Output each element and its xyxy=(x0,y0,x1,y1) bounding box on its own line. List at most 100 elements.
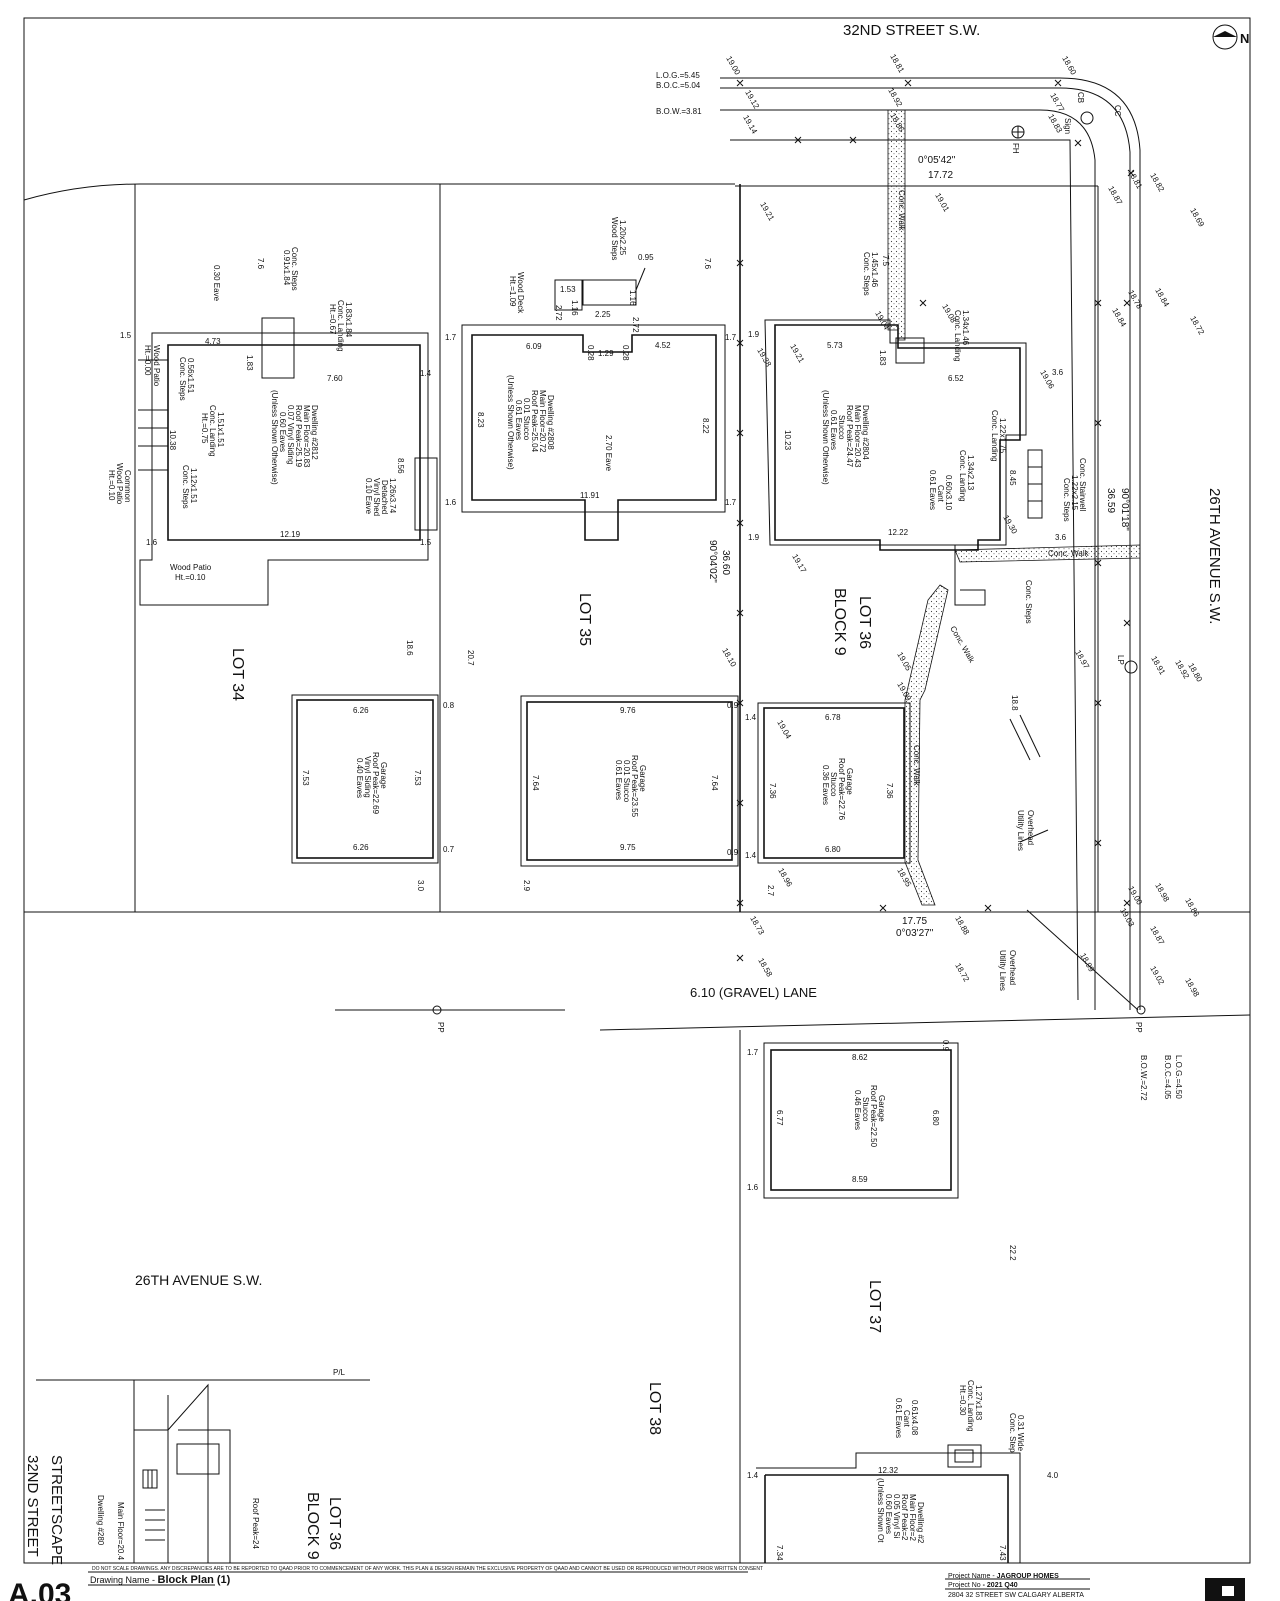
lot-35-label: LOT 35 xyxy=(576,593,593,646)
svg-text:Roof Peak=24: Roof Peak=24 xyxy=(251,1498,260,1549)
svg-text:4.0: 4.0 xyxy=(1047,1471,1059,1480)
svg-text:Ht.=0.75: Ht.=0.75 xyxy=(200,413,209,444)
svg-text:1.6: 1.6 xyxy=(747,1183,759,1192)
svg-text:Wood Deck: Wood Deck xyxy=(516,272,525,314)
svg-text:1.83: 1.83 xyxy=(878,350,887,366)
svg-text:2.72: 2.72 xyxy=(631,317,640,333)
spot-elev: 18.87 xyxy=(1148,925,1166,947)
dwelling-2808-notes: Dwelling #2808 Main Floor=20.72 Roof Pea… xyxy=(445,217,737,507)
svg-text:Wood Patio: Wood Patio xyxy=(152,345,161,387)
streetscape-street: 32ND STREET xyxy=(24,1455,41,1557)
streetscape-labels: STREETSCAPE 32ND STREET Dwelling #280 Ma… xyxy=(24,1455,260,1565)
spot-elev: 18.92 xyxy=(886,87,904,109)
spot-elev: 18.87 xyxy=(1106,185,1124,207)
spot-elev: 19.05 xyxy=(895,651,913,673)
svg-text:0.7: 0.7 xyxy=(443,845,455,854)
svg-text:7.6: 7.6 xyxy=(256,258,265,270)
conc-walk-label-4: Conc. Walk xyxy=(912,745,921,787)
spot-elev: 18.91 xyxy=(1149,655,1167,677)
svg-text:Conc. Steps: Conc. Steps xyxy=(290,247,299,291)
svg-text:1.16: 1.16 xyxy=(570,300,579,316)
svg-text:Ht.=0.10: Ht.=0.10 xyxy=(107,470,116,501)
svg-text:7.53: 7.53 xyxy=(413,770,422,786)
dim-right: 36.59 xyxy=(1105,488,1116,513)
spot-elev: 19.12 xyxy=(743,89,761,111)
garage-34-notes: Garage Roof Peak=22.69 Vinyl Siding 0.40… xyxy=(301,701,455,892)
svg-text:Stucco: Stucco xyxy=(861,1097,870,1122)
svg-text:0.01 Stucco: 0.01 Stucco xyxy=(522,398,531,441)
dwelling-37-notes: Dwelling #2 Main Floor=2 Roof Peak=2 0.0… xyxy=(747,1380,1059,1561)
block-9-label: BLOCK 9 xyxy=(831,588,848,656)
svg-text:Wood Patio: Wood Patio xyxy=(115,463,124,505)
spot-elev: 18.69 xyxy=(1188,207,1206,229)
north-arrow-icon xyxy=(1212,24,1238,50)
spot-elev: 19.38 xyxy=(755,347,773,369)
log-bottom: L.O.G.=4.50 xyxy=(1174,1055,1183,1099)
bow-bottom: B.O.W.=2.72 xyxy=(1139,1055,1148,1101)
svg-text:7.34: 7.34 xyxy=(775,1545,784,1561)
svg-text:1.53: 1.53 xyxy=(560,285,576,294)
svg-text:1.34x1.46: 1.34x1.46 xyxy=(961,310,970,346)
svg-text:9.75: 9.75 xyxy=(620,843,636,852)
hydrant-label: FH xyxy=(1011,143,1020,154)
svg-text:0.10 Eave: 0.10 Eave xyxy=(364,478,373,515)
spot-elev: 18.6 xyxy=(405,640,414,656)
project-number: Project No - 2021 Q40 xyxy=(948,1582,1018,1589)
svg-text:Roof Peak=22.69: Roof Peak=22.69 xyxy=(371,752,380,815)
svg-text:Conc. Landing: Conc. Landing xyxy=(208,405,217,457)
svg-text:0.07 Vinyl Siding: 0.07 Vinyl Siding xyxy=(286,405,295,464)
svg-text:1.51x1.51: 1.51x1.51 xyxy=(216,412,225,448)
spot-elev: 19.14 xyxy=(741,114,759,136)
spot-elev: 18.8 xyxy=(1010,695,1019,711)
svg-text:8.22: 8.22 xyxy=(701,418,710,434)
lane-label: 6.10 (GRAVEL) LANE xyxy=(690,985,817,1000)
svg-text:0.56x1.51: 0.56x1.51 xyxy=(186,358,195,394)
svg-text:Conc. Step: Conc. Step xyxy=(1008,1413,1017,1453)
log-top: L.O.G.=5.45 xyxy=(656,71,700,80)
svg-text:0.91x1.84: 0.91x1.84 xyxy=(282,250,291,286)
spot-elev: 18.10 xyxy=(720,647,738,669)
svg-text:10.23: 10.23 xyxy=(783,430,792,451)
bearing-bottom: 0°03'27" xyxy=(896,928,934,939)
garage-36-notes: Garage Roof Peak=22.76 Stucco 0.36 Eaves… xyxy=(745,713,894,897)
conc-walk-north xyxy=(887,109,906,341)
svg-text:10.38: 10.38 xyxy=(168,430,177,451)
svg-text:6.80: 6.80 xyxy=(825,845,841,854)
svg-text:Garage: Garage xyxy=(877,1095,886,1122)
dwelling-2812 xyxy=(138,317,438,606)
light-pole-label: LP xyxy=(1116,655,1125,665)
svg-text:0.61 Eaves: 0.61 Eaves xyxy=(514,400,523,440)
svg-text:Conc. Landing: Conc. Landing xyxy=(336,300,345,352)
svg-text:1.7: 1.7 xyxy=(445,333,457,342)
svg-text:1.16: 1.16 xyxy=(628,290,637,306)
spot-elev: 18.97 xyxy=(1073,649,1091,671)
spot-elev: 19.21 xyxy=(758,201,776,223)
sheet-number: A.03 xyxy=(8,1578,72,1601)
spot-elev: 18.98 xyxy=(1183,977,1201,999)
svg-text:1.45x1.46: 1.45x1.46 xyxy=(870,252,879,288)
light-pole-icon xyxy=(1124,660,1138,674)
svg-text:Cant: Cant xyxy=(902,1410,911,1428)
conc-walk-label-2: Conc. Walk xyxy=(1048,549,1090,558)
curb-cut-label: CC xyxy=(1113,105,1122,117)
svg-text:1.6: 1.6 xyxy=(146,538,158,547)
svg-text:Main Floor=20.4: Main Floor=20.4 xyxy=(116,1502,125,1561)
svg-text:6.77: 6.77 xyxy=(775,1110,784,1126)
svg-text:Conc. Steps: Conc. Steps xyxy=(1062,478,1071,522)
streetscape-elevation xyxy=(134,1383,231,1563)
fence-marks xyxy=(736,79,1135,962)
svg-text:0.01 Stucco: 0.01 Stucco xyxy=(622,760,631,803)
svg-text:Ht.=0.00: Ht.=0.00 xyxy=(143,345,152,376)
spot-elev: 19.00 xyxy=(724,55,742,77)
svg-text:7.53: 7.53 xyxy=(301,770,310,786)
svg-text:12.19: 12.19 xyxy=(280,530,301,539)
svg-text:0.31 Wide: 0.31 Wide xyxy=(1016,1415,1025,1452)
spot-elev: 18.82 xyxy=(1148,172,1166,194)
svg-text:6.09: 6.09 xyxy=(526,342,542,351)
svg-text:Dwelling #280: Dwelling #280 xyxy=(96,1495,105,1546)
svg-text:Dwelling #2808: Dwelling #2808 xyxy=(546,395,555,450)
svg-text:0.30 Eave: 0.30 Eave xyxy=(212,265,221,302)
svg-text:Main Floor=20.43: Main Floor=20.43 xyxy=(853,405,862,468)
svg-text:6.52: 6.52 xyxy=(948,374,964,383)
